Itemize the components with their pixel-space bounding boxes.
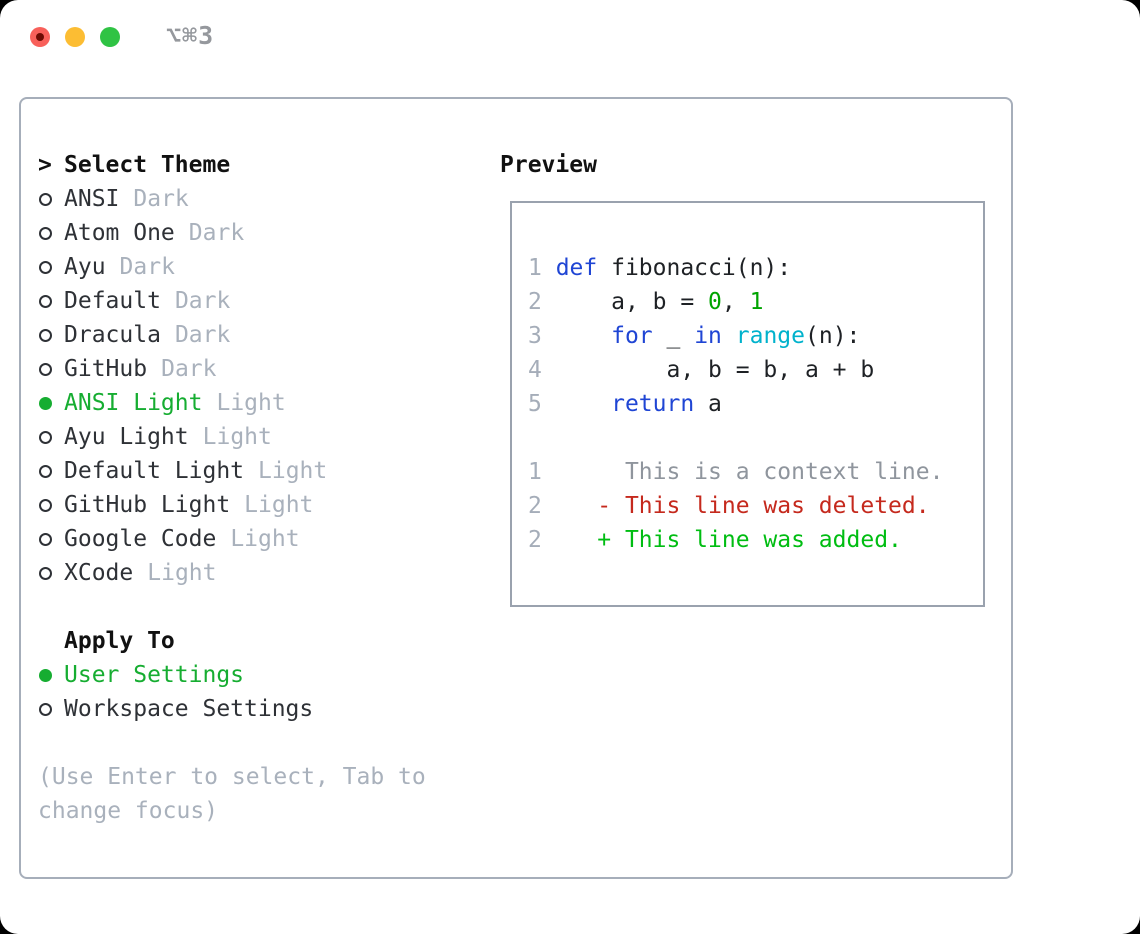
preview-box: 1 def fibonacci(n): 2 a, b = 0, 1 3 for _ … — [510, 201, 985, 607]
theme-item-github-light[interactable]: GitHub Light Light — [38, 488, 426, 522]
preview-line: 1 This is a context line. — [528, 459, 944, 485]
theme-variant-tag: Dark — [161, 356, 217, 382]
theme-variant-tag: Light — [258, 458, 328, 484]
radio-icon[interactable] — [38, 566, 52, 580]
theme-variant-tag: Dark — [174, 322, 231, 348]
theme-item-default-light[interactable]: Default Light Light — [38, 454, 426, 488]
preview-line: 5 return a — [528, 391, 722, 417]
theme-item-label: ANSI — [64, 186, 120, 212]
radio-icon[interactable] — [38, 294, 52, 308]
radio-icon[interactable] — [38, 702, 52, 716]
prompt-icon: > — [38, 152, 52, 178]
theme-item-ayu[interactable]: Ayu Dark — [38, 250, 426, 284]
theme-item-atom-one[interactable]: Atom One Dark — [38, 216, 426, 250]
preview-line: 4 a, b = b, a + b — [528, 357, 875, 383]
apply-to-header: Apply To — [38, 624, 426, 658]
theme-item-label: Ayu Light — [64, 424, 189, 450]
preview-line: 3 for _ in range(n): — [528, 323, 861, 349]
theme-item-label: Default Light — [64, 458, 245, 484]
theme-variant-tag: Light — [216, 390, 286, 416]
apply-to-title: Apply To — [64, 628, 175, 654]
theme-variant-tag: Light — [147, 560, 217, 586]
theme-item-google-code[interactable]: Google Code Light — [38, 522, 426, 556]
theme-item-label: GitHub Light — [64, 492, 231, 518]
preview-column: Preview 1 def fibonacci(n): 2 a, b = 0, 1… — [500, 148, 985, 607]
select-theme-title: Select Theme — [64, 152, 231, 178]
radio-icon[interactable] — [38, 328, 52, 342]
radio-icon[interactable] — [38, 532, 52, 546]
radio-icon[interactable] — [38, 498, 52, 512]
theme-variant-tag: Dark — [119, 254, 175, 280]
preview-line: 2 + This line was added. — [528, 527, 902, 553]
theme-variant-tag: Dark — [174, 288, 231, 314]
spacer — [38, 590, 426, 624]
apply-to-item-label: Workspace Settings — [64, 696, 314, 722]
preview-line: 2 a, b = 0, 1 — [528, 289, 764, 315]
theme-item-label: XCode — [64, 560, 134, 586]
theme-item-label: ANSI Light — [64, 390, 203, 416]
theme-item-label: Google Code — [64, 526, 217, 552]
theme-variant-tag: Light — [230, 526, 300, 552]
help-text: (Use Enter to select, Tab to change focus… — [38, 760, 426, 828]
preview-line: 2 - This line was deleted. — [528, 493, 930, 519]
radio-selected-icon[interactable] — [38, 668, 52, 682]
minimize-button[interactable] — [65, 27, 85, 47]
preview-line — [528, 421, 983, 455]
preview-header: Preview — [500, 148, 985, 182]
theme-item-github[interactable]: GitHub Dark — [38, 352, 426, 386]
radio-icon[interactable] — [38, 362, 52, 376]
theme-variant-tag: Dark — [133, 186, 189, 212]
apply-to-item-workspace-settings[interactable]: Workspace Settings — [38, 692, 426, 726]
theme-item-label: GitHub — [64, 356, 148, 382]
preview-title: Preview — [500, 152, 597, 178]
close-button[interactable] — [30, 27, 50, 47]
theme-item-dracula[interactable]: Dracula Dark — [38, 318, 426, 352]
theme-item-ayu-light[interactable]: Ayu Light Light — [38, 420, 426, 454]
select-theme-header: > Select Theme — [38, 148, 426, 182]
help-line: (Use Enter to select, Tab to — [38, 764, 426, 790]
radio-icon[interactable] — [38, 226, 52, 240]
theme-variant-tag: Light — [202, 424, 272, 450]
window-title: ⌥⌘3 — [166, 21, 215, 50]
zoom-button[interactable] — [100, 27, 120, 47]
theme-variant-tag: Light — [244, 492, 314, 518]
apply-to-item-label: User Settings — [64, 662, 245, 688]
theme-variant-tag: Dark — [188, 220, 245, 246]
radio-icon[interactable] — [38, 192, 52, 206]
radio-icon[interactable] — [38, 260, 52, 274]
theme-item-label: Dracula — [64, 322, 161, 348]
theme-item-label: Atom One — [64, 220, 175, 246]
apply-to-item-user-settings[interactable]: User Settings — [38, 658, 426, 692]
theme-item-xcode[interactable]: XCode Light — [38, 556, 426, 590]
theme-item-default[interactable]: Default Dark — [38, 284, 426, 318]
theme-item-label: Ayu — [64, 254, 106, 280]
help-line: change focus) — [38, 798, 219, 824]
radio-selected-icon[interactable] — [38, 396, 52, 410]
title-bar: ⌥⌘3 — [0, 0, 1140, 70]
radio-icon[interactable] — [38, 430, 52, 444]
radio-icon[interactable] — [38, 464, 52, 478]
spacer — [38, 726, 426, 760]
preview-line: 1 def fibonacci(n): — [528, 255, 792, 281]
theme-item-ansi[interactable]: ANSI Dark — [38, 182, 426, 216]
theme-item-label: Default — [64, 288, 161, 314]
theme-item-ansi-light[interactable]: ANSI Light Light — [38, 386, 426, 420]
